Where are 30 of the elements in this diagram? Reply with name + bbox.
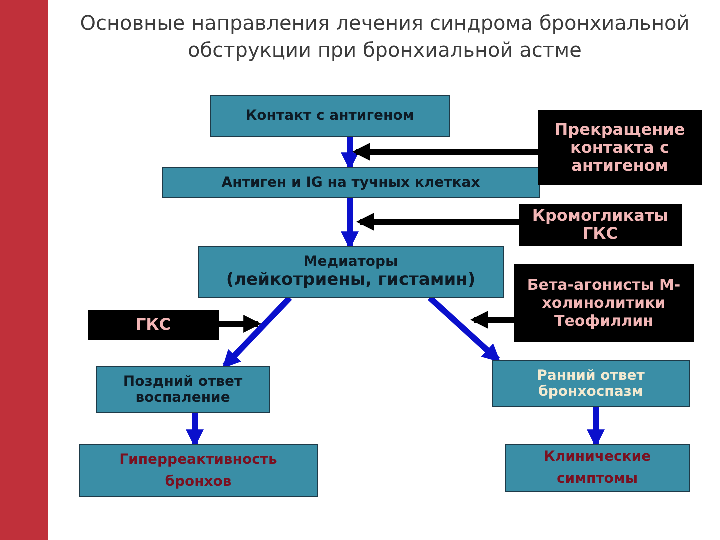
process-box <box>210 95 450 137</box>
box-text: Контакт с антигеном <box>246 108 414 124</box>
arrow <box>356 213 519 231</box>
process-box <box>198 246 504 298</box>
process-box <box>162 167 540 198</box>
box-text: Прекращение контакта с антигеном <box>554 120 686 174</box>
box-text: Поздний ответ воспаление <box>122 374 244 406</box>
treatment-box <box>538 110 702 185</box>
box-text: Клинические симптомы <box>542 448 652 489</box>
box-text: Антиген и IG на тучных клетках <box>222 174 480 190</box>
box-text: Гиперреактивность бронхов <box>118 450 278 492</box>
arrow <box>470 311 514 329</box>
box-text: Ранний ответ бронхоспазм <box>536 368 646 400</box>
arrow <box>428 296 501 362</box>
arrow <box>352 143 538 161</box>
treatment-box <box>88 310 219 340</box>
process-box <box>505 444 690 492</box>
treatment-box <box>519 204 682 246</box>
process-box <box>492 360 690 407</box>
process-box <box>79 444 318 497</box>
box-heading: Медиаторы <box>304 254 398 270</box>
box-text: Кромогликаты ГКС <box>531 207 670 243</box>
box-text: (лейкотриены, гистамин) <box>226 270 476 290</box>
process-box <box>96 366 270 413</box>
arrow <box>219 315 262 333</box>
box-text: Бета-агонисты М-холинолитики Теофиллин <box>526 276 682 330</box>
arrow <box>222 296 292 369</box>
box-text: ГКС <box>136 316 171 334</box>
treatment-box <box>514 264 694 342</box>
title: Основные направления лечения синдрома бронхиальной обструкции при бронхиальной астме <box>79 10 691 64</box>
